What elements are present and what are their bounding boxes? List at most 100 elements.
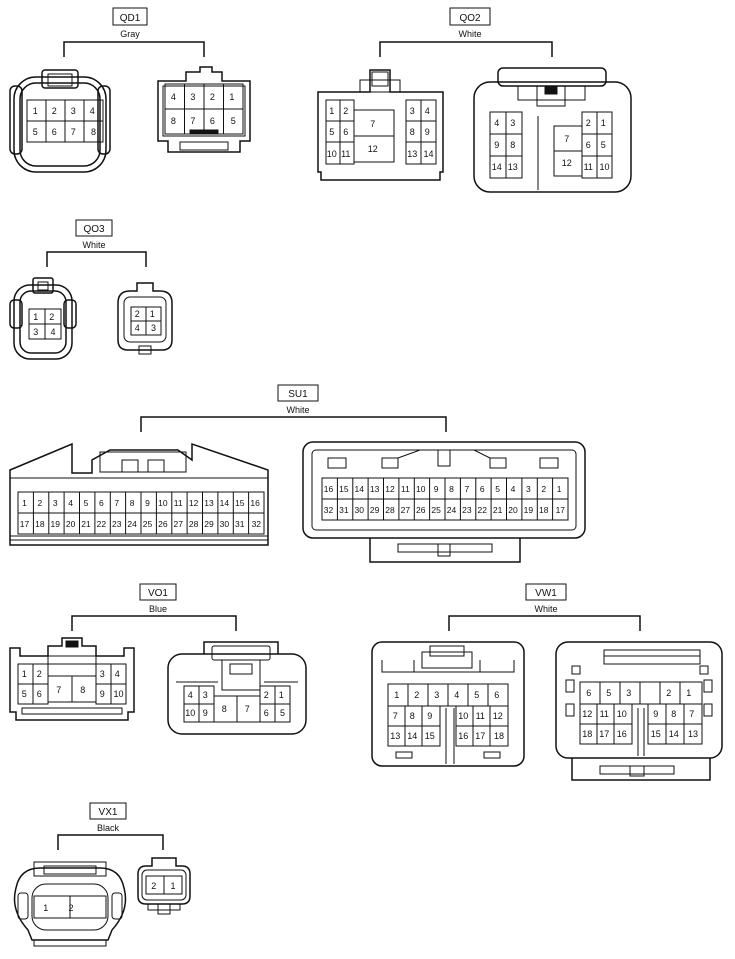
pin: 22 bbox=[97, 519, 107, 529]
svg-text:1 2 5 6: 1 2 5 6 10 11 7 12 3 4 8 9 13 14 bbox=[327, 106, 434, 159]
connector-code: SU1 bbox=[288, 389, 308, 400]
pin: 4 bbox=[50, 327, 55, 337]
pin: 19 bbox=[50, 519, 60, 529]
pin: 2 bbox=[541, 484, 546, 494]
connector-code-box bbox=[449, 7, 491, 26]
connector-qd1: QD1 Gray 1 2 3 4 5 6 7 8 bbox=[9, 7, 251, 173]
pin: 5 bbox=[474, 690, 479, 700]
svg-text:4 3 9 8: 4 3 9 8 14 13 7 12 2 1 6 5 11 10 bbox=[492, 118, 610, 172]
pin: 10 bbox=[416, 484, 426, 494]
pin: 3 bbox=[434, 690, 439, 700]
pin: 8 bbox=[510, 140, 515, 150]
pin: 28 bbox=[385, 505, 395, 515]
pin: 6 bbox=[343, 127, 348, 137]
pin: 6 bbox=[52, 127, 57, 137]
connector-face-right: 4 3 10 9 8 7 2 1 6 5 bbox=[167, 641, 307, 735]
connector-code-box bbox=[75, 219, 113, 237]
connector-face-left: 1 2 3 4 5 6 7 8 bbox=[9, 69, 111, 173]
pin: 14 bbox=[669, 729, 679, 739]
connector-code: VW1 bbox=[535, 588, 557, 599]
pin: 17 bbox=[475, 731, 485, 741]
pin: 16 bbox=[324, 484, 334, 494]
pin: 31 bbox=[235, 519, 245, 529]
pin: 3 bbox=[510, 118, 515, 128]
pin: 11 bbox=[584, 162, 593, 172]
pin: 7 bbox=[465, 484, 470, 494]
pin: 3 bbox=[203, 690, 208, 700]
pin: 1 bbox=[22, 669, 27, 679]
connector-code-box bbox=[139, 583, 177, 601]
pin: 14 bbox=[423, 149, 433, 159]
pin: 12 bbox=[493, 711, 503, 721]
pairing-bracket bbox=[71, 615, 237, 631]
connector-code: QO2 bbox=[459, 13, 481, 24]
pin: 1 bbox=[43, 903, 48, 913]
pin: 16 bbox=[617, 729, 627, 739]
pin: 5 bbox=[22, 689, 27, 699]
pin: 20 bbox=[66, 519, 76, 529]
svg-text:4 3 10 9: 4 3 10 9 8 7 2 1 6 5 bbox=[185, 690, 286, 718]
pin: 27 bbox=[173, 519, 183, 529]
pin: 21 bbox=[81, 519, 91, 529]
pin: 7 bbox=[393, 711, 398, 721]
pin: 8 bbox=[449, 484, 454, 494]
connector-color: Blue bbox=[149, 604, 167, 614]
connector-face-right: 4 3 2 1 8 7 6 5 bbox=[157, 66, 251, 153]
pin: 1 bbox=[279, 690, 284, 700]
pin: 2 bbox=[586, 118, 591, 128]
pin: 15 bbox=[235, 498, 245, 508]
svg-text:1 2 3 4: 1 2 3 4 5 6 7 8 9 10 11 12 13 14 15 16 1… bbox=[390, 690, 505, 741]
connector-code-box bbox=[89, 802, 127, 820]
connector-vx1: VX1 Black 1 2 2 1 bbox=[13, 802, 191, 947]
pin: 17 bbox=[556, 505, 566, 515]
pin: 29 bbox=[370, 505, 380, 515]
pin: 10 bbox=[458, 711, 468, 721]
connector-face-left: 1 2 3 4 5 6 7 8 9 10 11 12 13 14 15 16 1… bbox=[9, 442, 269, 546]
pin: 9 bbox=[494, 140, 499, 150]
pin: 22 bbox=[477, 505, 487, 515]
pin: 10 bbox=[327, 149, 337, 159]
pin: 12 bbox=[385, 484, 395, 494]
pin: 5 bbox=[329, 127, 334, 137]
connector-su1: SU1 White 1 2 3 4 5 6 7 8 bbox=[9, 384, 586, 563]
pin-grid-lines bbox=[336, 478, 554, 520]
pin: 4 bbox=[68, 498, 73, 508]
pairing-bracket bbox=[57, 834, 164, 850]
pin: 6 bbox=[480, 484, 485, 494]
pin: 4 bbox=[90, 106, 95, 116]
pin: 5 bbox=[495, 484, 500, 494]
connector-color: White bbox=[82, 240, 105, 250]
pin: 13 bbox=[370, 484, 380, 494]
pin: 2 bbox=[37, 669, 42, 679]
pin: 5 bbox=[231, 116, 236, 126]
pin: 26 bbox=[158, 519, 168, 529]
pin-grid-lines bbox=[32, 492, 250, 534]
pin: 17 bbox=[599, 729, 609, 739]
pin: 7 bbox=[564, 134, 569, 144]
pin: 2 bbox=[38, 498, 43, 508]
pin: 6 bbox=[264, 708, 269, 718]
pin: 3 bbox=[53, 498, 58, 508]
pin: 7 bbox=[370, 119, 375, 129]
pin: 14 bbox=[492, 162, 502, 172]
pin: 4 bbox=[425, 106, 430, 116]
pin: 25 bbox=[143, 519, 153, 529]
pin: 3 bbox=[190, 92, 195, 102]
pin: 7 bbox=[71, 127, 76, 137]
pin: 7 bbox=[689, 709, 694, 719]
svg-text:2 1 4 3: 2 1 4 3 bbox=[135, 309, 158, 333]
connector-color: White bbox=[534, 604, 557, 614]
pin: 7 bbox=[245, 704, 250, 714]
pin: 16 bbox=[250, 498, 260, 508]
connector-face-left: 1 2 5 6 10 11 7 12 3 4 8 9 13 14 bbox=[317, 69, 444, 181]
pin: 6 bbox=[586, 688, 591, 698]
pin: 9 bbox=[434, 484, 439, 494]
pin: 13 bbox=[407, 149, 417, 159]
pin: 2 bbox=[414, 690, 419, 700]
pin: 13 bbox=[688, 729, 698, 739]
pin: 32 bbox=[324, 505, 334, 515]
pin: 8 bbox=[91, 127, 96, 137]
pin: 28 bbox=[189, 519, 199, 529]
connector-code-box bbox=[525, 583, 567, 601]
